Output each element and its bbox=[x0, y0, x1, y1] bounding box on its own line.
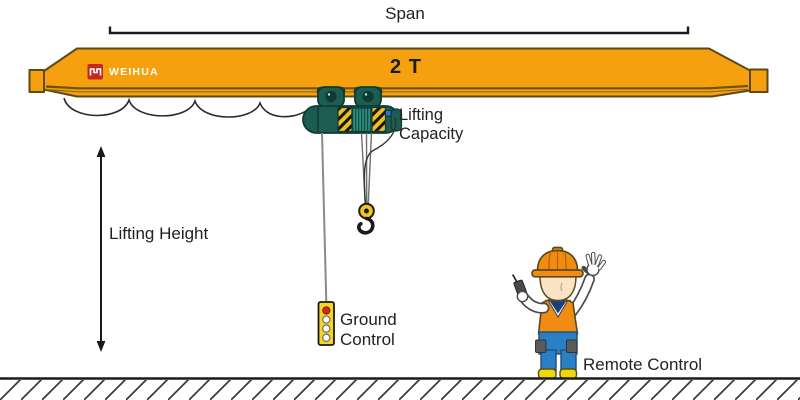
capacity-value: 2 T bbox=[390, 56, 422, 78]
trolley-wheel-right bbox=[353, 86, 383, 108]
lifting-height-arrow bbox=[96, 146, 106, 352]
beam-end-block-right bbox=[749, 68, 769, 93]
ground-control-line1: Ground bbox=[340, 310, 397, 329]
crane-beam bbox=[28, 47, 769, 98]
hoist-hazard-band-left bbox=[337, 106, 353, 133]
worker-pocket-right bbox=[566, 339, 578, 353]
ground-surface bbox=[0, 377, 800, 400]
worker-hard-hat bbox=[531, 246, 584, 278]
pendant-cable bbox=[321, 132, 328, 303]
worker-figure bbox=[512, 246, 606, 380]
ground-control-label: Ground Control bbox=[340, 310, 397, 350]
pendant-station bbox=[317, 132, 335, 346]
pendant-button-3 bbox=[322, 333, 331, 342]
festoon-cable bbox=[63, 97, 307, 118]
hoist-indicator bbox=[385, 110, 392, 117]
worker-boot-left bbox=[537, 368, 557, 380]
worker-face bbox=[539, 275, 577, 302]
weihua-brand-text: WEIHUA bbox=[109, 66, 159, 78]
worker-nose bbox=[560, 282, 563, 292]
hoist-trolley bbox=[302, 86, 403, 134]
hoist-rope-drum bbox=[351, 107, 373, 133]
ground-hatch bbox=[0, 380, 800, 400]
beam-girder bbox=[43, 47, 751, 98]
trolley-wheel-left bbox=[316, 86, 346, 108]
hook-block bbox=[357, 202, 375, 235]
worker-pants bbox=[535, 331, 578, 372]
worker-fist bbox=[516, 290, 529, 303]
hoist-hazard-band-right bbox=[371, 106, 387, 133]
hoist-power-cable bbox=[363, 117, 397, 204]
weihua-logo-icon bbox=[87, 64, 103, 80]
worker-remote-arm bbox=[512, 274, 550, 314]
hook-icon bbox=[357, 216, 375, 235]
beam-end-block-left bbox=[28, 69, 45, 93]
pendant-button-1 bbox=[322, 315, 331, 324]
worker-open-hand bbox=[581, 251, 606, 277]
beam-flange-line bbox=[45, 84, 749, 90]
beam-flange-line-2 bbox=[45, 88, 749, 93]
remote-control-label: Remote Control bbox=[583, 355, 703, 374]
lifting-height-label: Lifting Height bbox=[109, 224, 209, 243]
pendant-button-stop bbox=[322, 306, 331, 315]
span-bracket bbox=[108, 26, 690, 35]
pendant-button-2 bbox=[322, 324, 331, 333]
worker-boot-right bbox=[559, 368, 578, 380]
lifting-capacity-label: Lifting Capacity bbox=[399, 106, 463, 145]
ground-control-line2: Control bbox=[340, 330, 395, 350]
span-label: Span bbox=[385, 4, 425, 23]
lifting-capacity-line1: Lifting bbox=[399, 106, 444, 124]
worker-pocket-left bbox=[535, 339, 547, 353]
wire-ropes bbox=[360, 132, 373, 206]
hoist-motor-cap bbox=[390, 108, 403, 132]
lifting-capacity-line2: Capacity bbox=[399, 125, 464, 144]
worker-collar bbox=[550, 301, 566, 314]
